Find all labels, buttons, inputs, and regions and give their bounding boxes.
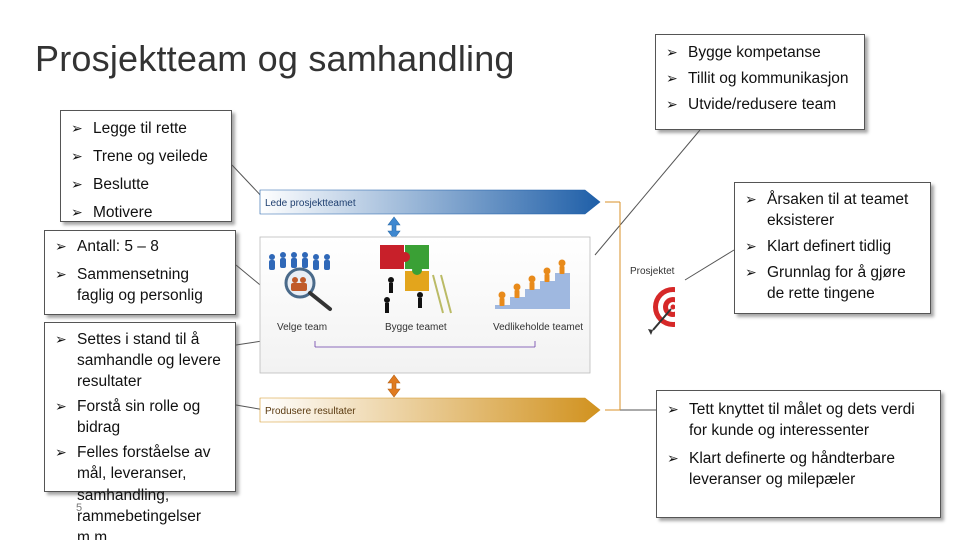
arrow-bullet-icon: ➢: [55, 444, 67, 461]
team-process-diagram: Lede prosjektteamet: [259, 189, 675, 423]
arrow-bullet-icon: ➢: [745, 264, 757, 281]
target-connector: [605, 201, 621, 411]
arrow-bullet-icon: ➢: [667, 450, 679, 467]
arrow-bullet-icon: ➢: [666, 70, 678, 87]
callout-vedlikeholde-teamet: ➢Bygge kompetanse ➢Tillit og kommunikasj…: [655, 34, 865, 130]
arrow-bullet-icon: ➢: [55, 238, 67, 254]
produsere-label: Produsere resultater: [265, 406, 356, 417]
callout-velge-team: ➢Antall: 5 – 8 ➢Sammensetning faglig og …: [44, 230, 236, 315]
step-label-vedlikeholde-teamet: Vedlikeholde teamet: [493, 322, 583, 333]
connector-mal: [684, 249, 735, 281]
double-arrow-blue-icon: [387, 216, 401, 240]
step-label-bygge-teamet: Bygge teamet: [385, 322, 447, 333]
arrow-bullet-icon: ➢: [71, 120, 83, 136]
velge-bullet-list: ➢Antall: 5 – 8 ➢Sammensetning faglig og …: [51, 236, 229, 306]
slide-title: Prosjektteam og samhandling: [35, 38, 515, 79]
callout-produsere-resultater: ➢Settes i stand til å samhandle og lever…: [44, 322, 236, 540]
mal-bullet-list: ➢Årsaken til at teamet eksisterer ➢Klart…: [741, 189, 924, 304]
arrow-bullet-icon: ➢: [667, 401, 679, 417]
list-item: ➢Trene og veilede: [71, 148, 208, 166]
arrow-bullet-icon: ➢: [55, 331, 67, 347]
resultat-bullet-list: ➢Tett knyttet til målet og dets verdi fo…: [663, 399, 934, 490]
list-item: ➢Sammensetning faglig og personlig: [55, 266, 203, 305]
arrow-bullet-icon: ➢: [745, 191, 757, 207]
list-item: ➢Bygge kompetanse: [666, 44, 821, 61]
produsere-bar: Produsere resultater: [259, 397, 601, 423]
callout-resultater: ➢Tett knyttet til målet og dets verdi fo…: [656, 390, 941, 518]
puzzle-icon: [380, 245, 452, 314]
list-item: ➢Motivere: [71, 204, 153, 222]
double-arrow-orange-icon: [387, 374, 401, 398]
list-item: ➢Utvide/redusere team: [666, 96, 837, 114]
list-item: ➢Tillit og kommunikasjon: [666, 70, 849, 88]
list-item: ➢Grunnlag for å gjøre de rette tingene: [745, 264, 906, 303]
arrow-bullet-icon: ➢: [666, 96, 678, 113]
list-item: ➢Antall: 5 – 8: [55, 238, 159, 255]
produsere-bullet-list: ➢Settes i stand til å samhandle og lever…: [51, 329, 229, 540]
lede-bullet-list: ➢Legge til rette ➢Trene og veilede ➢Besl…: [67, 118, 225, 223]
callout-prosjektets-mal: ➢Årsaken til at teamet eksisterer ➢Klart…: [734, 182, 931, 314]
list-item: ➢Beslutte: [71, 176, 150, 194]
list-item: ➢Årsaken til at teamet eksisterer: [745, 191, 909, 230]
arrow-bullet-icon: ➢: [666, 44, 678, 60]
target-icon: [648, 287, 675, 335]
step-label-velge-team: Velge team: [277, 322, 327, 333]
arrow-bullet-icon: ➢: [71, 176, 83, 193]
stairs-icon: [495, 259, 570, 309]
arrow-bullet-icon: ➢: [55, 266, 67, 283]
arrow-bullet-icon: ➢: [745, 238, 757, 255]
list-item: ➢Klart definert tidlig: [745, 238, 892, 256]
vedlikeholde-bullet-list: ➢Bygge kompetanse ➢Tillit og kommunikasj…: [662, 42, 858, 115]
people-group-icon: [269, 252, 332, 311]
feedback-line: [314, 341, 536, 348]
lede-bar: Lede prosjektteamet: [259, 189, 601, 215]
arrow-bullet-icon: ➢: [55, 398, 67, 415]
list-item: ➢Klart definerte og håndterbare leverans…: [667, 450, 895, 489]
list-item: ➢Settes i stand til å samhandle og lever…: [55, 331, 221, 391]
callout-lede-prosjektteamet: ➢Legge til rette ➢Trene og veilede ➢Besl…: [60, 110, 232, 222]
lede-label: Lede prosjektteamet: [265, 198, 356, 209]
page-number: 5: [76, 502, 83, 514]
arrow-bullet-icon: ➢: [71, 204, 83, 221]
arrow-bullet-icon: ➢: [71, 148, 83, 165]
list-item: ➢Tett knyttet til målet og dets verdi fo…: [667, 401, 915, 440]
list-item: ➢Felles forståelse av mål, leveranser, s…: [55, 444, 211, 540]
mal-label: Prosjektets mål: [630, 265, 675, 277]
list-item: ➢Legge til rette: [71, 120, 187, 137]
list-item: ➢Forstå sin rolle og bidrag: [55, 398, 201, 437]
